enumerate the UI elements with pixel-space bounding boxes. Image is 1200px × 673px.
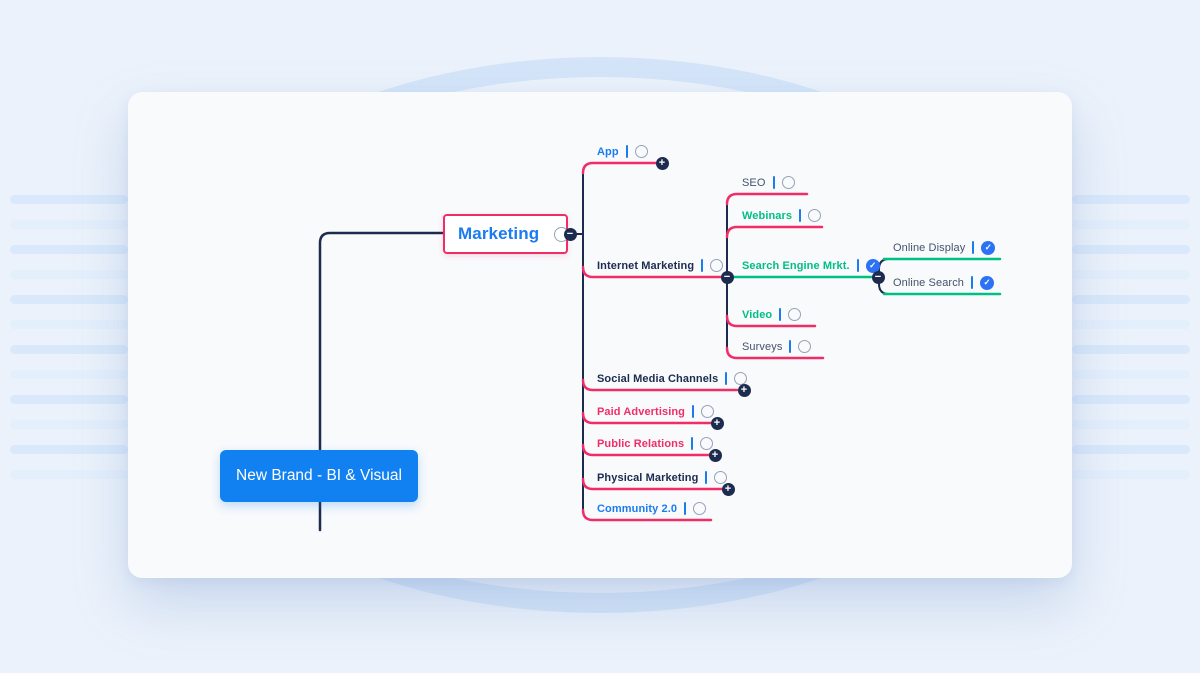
decorative-stripe [10,320,128,329]
node-online-search[interactable]: Online Search ✓ [893,274,995,291]
expand-button-public-relations[interactable]: + [708,448,722,462]
node-community-20[interactable]: Community 2.0 [597,500,707,517]
decorative-stripe [10,295,128,304]
expand-button-app[interactable]: + [655,156,669,170]
node-label: Online Display [893,241,966,254]
checkbox-icon[interactable] [714,471,728,484]
decorative-stripe [10,420,128,429]
text-cursor [972,241,975,254]
expand-button-paid-advertising[interactable]: + [710,416,724,430]
node-video[interactable]: Video [742,306,802,323]
decorative-stripes-left [10,195,128,495]
text-cursor [971,276,974,289]
node-public-relations[interactable]: Public Relations [597,435,714,452]
node-label: App [597,145,619,158]
node-label: Social Media Channels [597,372,719,385]
decorative-stripe [1072,220,1190,229]
decorative-stripe [1072,270,1190,279]
text-cursor [789,340,792,353]
node-webinars[interactable]: Webinars [742,207,822,224]
node-physical-marketing[interactable]: Physical Marketing [597,469,728,486]
collapse-button-search-engine-mrkt[interactable]: − [871,270,885,284]
text-cursor [692,405,694,418]
node-search-engine-mrkt[interactable]: Search Engine Mrkt. ✓ [742,257,880,274]
checkbox-checked-icon[interactable]: ✓ [865,258,880,273]
node-label: SEO [742,176,766,189]
node-label: Marketing [458,224,540,243]
decorative-stripe [1072,195,1190,204]
checkbox-icon[interactable] [693,502,707,515]
node-paid-advertising[interactable]: Paid Advertising [597,403,714,420]
expand-button-physical-marketing[interactable]: + [721,482,735,496]
node-label: Paid Advertising [597,405,685,418]
node-marketing[interactable]: Marketing [443,214,570,254]
node-surveys[interactable]: Surveys [742,338,812,355]
decorative-stripe [1072,470,1190,479]
node-label: Public Relations [597,437,685,450]
node-label: Search Engine Mrkt. [742,259,850,272]
root-label: New Brand - BI & Visual [236,467,402,484]
checkbox-icon[interactable] [701,405,714,418]
checkbox-icon[interactable] [781,176,795,189]
text-cursor [799,209,802,222]
checkbox-icon[interactable] [634,145,648,158]
decorative-stripe [10,395,128,404]
node-label: Physical Marketing [597,471,699,484]
decorative-stripe [10,245,128,254]
collapse-button-internet-marketing[interactable]: − [720,270,734,284]
checkbox-icon[interactable] [710,259,724,272]
text-cursor [684,502,687,515]
checkbox-icon[interactable] [788,308,802,321]
decorative-stripe [1072,445,1190,454]
decorative-stripe [1072,295,1190,304]
decorative-stripe [10,445,128,454]
text-cursor [772,176,775,189]
checkbox-icon[interactable] [808,209,822,222]
decorative-stripe [1072,420,1190,429]
text-cursor [779,308,782,321]
node-online-display[interactable]: Online Display ✓ [893,239,996,256]
decorative-stripe [1072,245,1190,254]
node-app[interactable]: App [597,143,648,160]
collapse-button-marketing[interactable]: − [563,227,577,241]
node-seo[interactable]: SEO [742,174,795,191]
checkbox-icon[interactable] [700,437,714,450]
text-cursor [705,471,708,484]
node-label: Online Search [893,276,965,289]
text-cursor [856,259,859,272]
node-social-media-channels[interactable]: Social Media Channels [597,370,748,387]
checkbox-checked-icon[interactable]: ✓ [980,275,995,290]
decorative-stripe [10,270,128,279]
decorative-stripe [1072,320,1190,329]
text-cursor [725,372,728,385]
node-label: Surveys [742,340,783,353]
decorative-stripe [10,345,128,354]
node-root[interactable]: New Brand - BI & Visual [220,450,418,502]
node-label: Community 2.0 [597,502,678,515]
decorative-stripe [10,195,128,204]
decorative-stripe [10,370,128,379]
node-label: Webinars [742,209,793,222]
decorative-stripe [1072,370,1190,379]
text-cursor [691,437,694,450]
decorative-stripes-right [1072,195,1190,495]
node-label: Video [742,308,773,321]
decorative-stripe [1072,345,1190,354]
text-cursor [625,145,628,158]
node-internet-marketing[interactable]: Internet Marketing [597,257,724,274]
checkbox-checked-icon[interactable]: ✓ [981,240,996,255]
decorative-stripe [10,220,128,229]
node-label: Internet Marketing [597,259,695,272]
decorative-stripe [10,470,128,479]
text-cursor [701,259,704,272]
checkbox-icon[interactable] [798,340,812,353]
decorative-stripe [1072,395,1190,404]
expand-button-social-media-channels[interactable]: + [737,383,751,397]
